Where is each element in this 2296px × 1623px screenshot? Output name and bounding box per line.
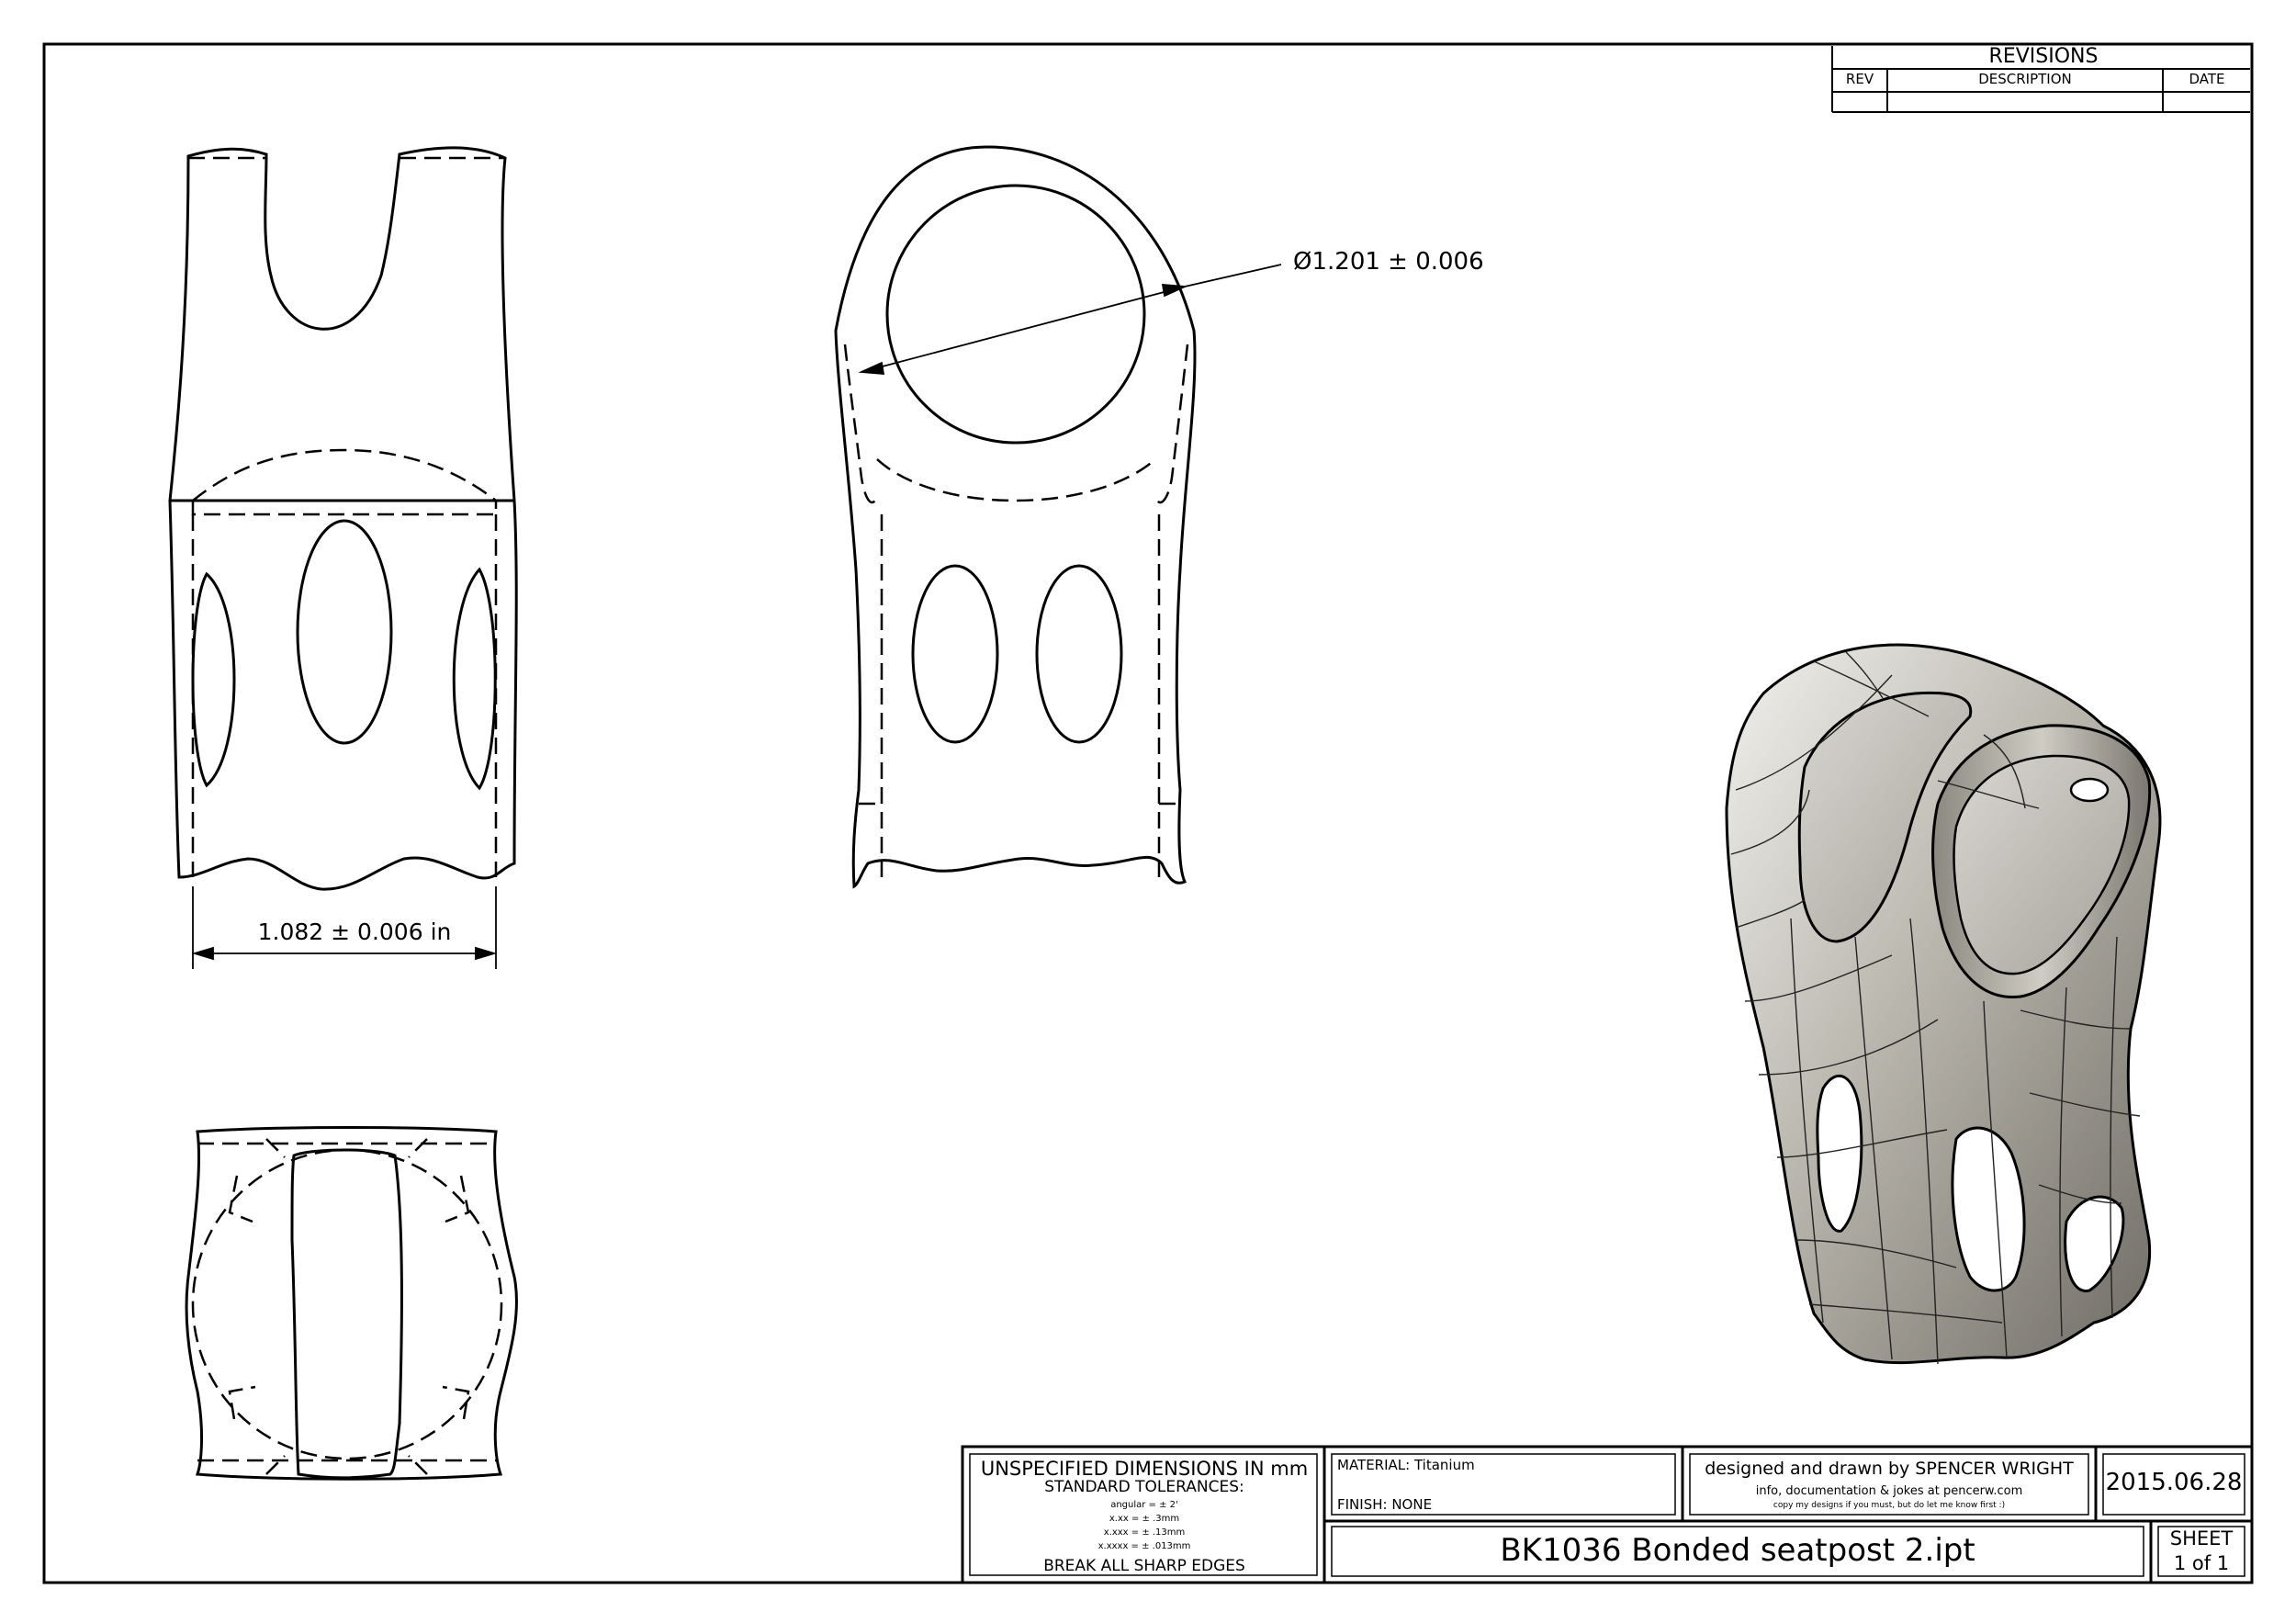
isometric-mesh [1730,651,2141,1365]
isometric-render [1725,643,2162,1365]
diameter-dimension: Ø1.201 ± 0.006 [1293,248,1484,276]
sheet-number: 1 of 1 [2173,1552,2230,1574]
drawing-date: 2015.06.28 [2105,1469,2243,1496]
sheet-label: SHEET [2169,1527,2234,1550]
info-line: info, documentation & jokes at pencerw.c… [1755,1484,2023,1498]
finish-field: FINISH: NONE [1337,1496,1433,1513]
break-sharp-edges: BREAK ALL SHARP EDGES [1043,1557,1245,1575]
revisions-col-date: DATE [2189,71,2225,87]
tolerance-xxx: x.xx = ± .3mm [1109,1514,1180,1524]
title-block [961,1445,2254,1584]
isometric-right-slot [2064,1195,2125,1292]
top-view [185,1126,518,1481]
top-view-web [290,1148,403,1480]
revisions-table [1831,46,2250,113]
tolerance-xxxx: x.xxx = ± .13mm [1103,1527,1186,1538]
front-view-right-slot [452,567,497,791]
side-view [834,145,1282,889]
front-view-outline [168,146,518,891]
isometric-front-bore [1953,754,2131,975]
revisions-col-rev: REV [1845,71,1874,87]
width-dimension: 1.082 ± 0.006 in [257,919,452,945]
top-view-outline [185,1126,518,1481]
isometric-small-hole [2069,777,2110,803]
standard-tolerances: STANDARD TOLERANCES: [1044,1478,1244,1496]
front-view-left-slot [191,571,236,788]
revisions-title: REVISIONS [1988,45,2099,68]
unspecified-dimensions: UNSPECIFIED DIMENSIONS IN mm [980,1458,1309,1480]
designer-credit: designed and drawn by SPENCER WRIGHT [1705,1459,2074,1479]
revisions-col-description: DESCRIPTION [1978,71,2072,87]
isometric-center-slot [1951,1126,2026,1292]
tolerance-angular: angular = ± 2' [1110,1500,1178,1510]
isometric-left-slot [1816,1074,1863,1233]
front-view-center-slot [296,519,393,745]
part-name: BK1036 Bonded seatpost 2.ipt [1500,1532,1975,1569]
copy-note: copy my designs if you must, but do let … [1773,1501,2006,1510]
isometric-back-opening [1797,691,1973,943]
tolerance-xxxxx: x.xxxx = ± .013mm [1097,1541,1191,1551]
side-view-outline [834,145,1197,889]
side-view-left-slot [911,564,999,744]
front-view [168,146,518,969]
material-field: MATERIAL: Titanium [1337,1457,1475,1473]
side-view-right-slot [1035,564,1123,744]
side-view-bore [885,184,1146,445]
